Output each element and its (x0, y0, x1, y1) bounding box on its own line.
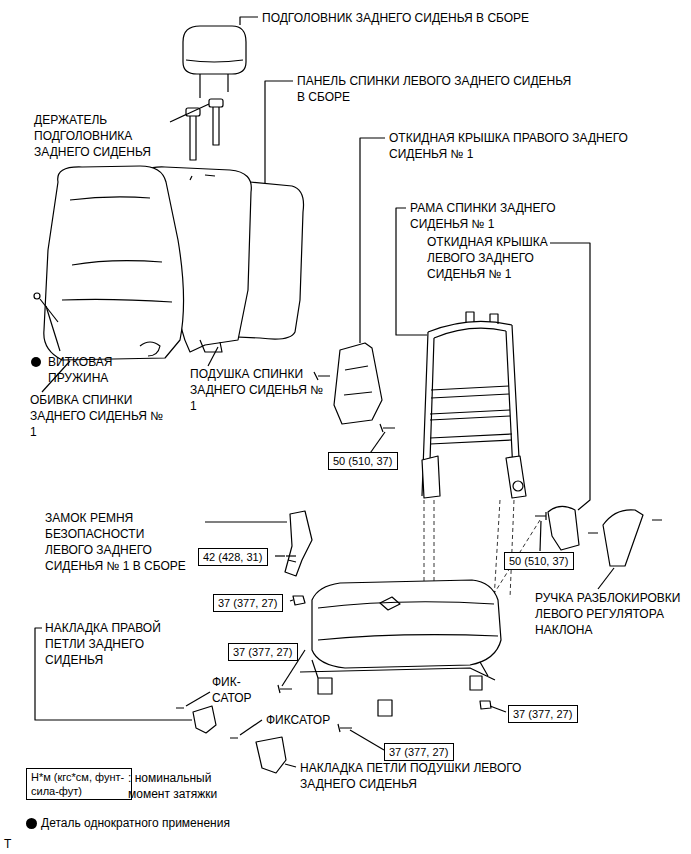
torque-box: 37 (377, 27) (508, 705, 578, 723)
torque-box: 50 (510, 37) (328, 452, 398, 470)
part-label: ФИКСАТОР (266, 712, 356, 728)
torque-value: 37 (377, 27) (218, 596, 278, 610)
part-label: ФИК- САТОР (212, 674, 260, 706)
torque-value: 37 (377, 27) (513, 707, 573, 721)
legend-dot (26, 818, 37, 829)
torque-value: 50 (510, 37) (509, 554, 569, 568)
part-label: РАМА СПИНКИ ЗАДНЕГО СИДЕНЬЯ № 1 (410, 200, 585, 232)
part-label: ДЕРЖАТЕЛЬ ПОДГОЛОВНИКА ЗАДНЕГО СИДЕНЬЯ (34, 112, 169, 160)
torque-value: 37 (377, 27) (389, 745, 449, 759)
torque-box: 37 (377, 27) (213, 594, 283, 612)
legend-box: Н*м (кгс*см, фунт-сила-фут) (26, 768, 132, 800)
torque-box: 37 (377, 27) (228, 643, 298, 661)
torque-value: 50 (510, 37) (333, 454, 393, 468)
part-label: НАКЛАДКА ПРАВОЙ ПЕТЛИ ЗАДНЕГО СИДЕНЬЯ (45, 620, 180, 668)
part-label: РУЧКА РАЗБЛОКИРОВКИ ЛЕВОГО РЕГУЛЯТОРА НА… (535, 590, 685, 638)
part-label: ПАНЕЛЬ СПИНКИ ЛЕВОГО ЗАДНЕГО СИДЕНЬЯ В С… (297, 73, 577, 105)
figure-code: T (4, 836, 24, 852)
part-label: ОТКИДНАЯ КРЫШКА ПРАВОГО ЗАДНЕГО СИДЕНЬЯ … (389, 130, 674, 162)
torque-value: 42 (428, 31) (203, 550, 263, 564)
legend-text: Деталь однократного применения (41, 815, 230, 831)
part-label: ПОДУШКА СПИНКИ ЗАДНЕГО СИДЕНЬЯ № 1 (190, 366, 325, 414)
torque-value: 37 (377, 27) (233, 645, 293, 659)
part-label: НАКЛАДКА ПЕТЛИ ПОДУШКИ ЛЕВОГО ЗАДНЕГО СИ… (300, 760, 580, 792)
part-label: ВИТКОВАЯ ПРУЖИНА (48, 354, 143, 386)
torque-box: 50 (510, 37) (504, 552, 574, 570)
legend-note: : номинальный момент затяжки (128, 770, 243, 802)
legend-entry: Деталь однократного применения (26, 815, 230, 831)
part-label: ЗАМОК РЕМНЯ БЕЗОПАСНОСТИ ЛЕВОГО ЗАДНЕГО … (45, 510, 195, 574)
part-label: ОБИВКА СПИНКИ ЗАДНЕГО СИДЕНЬЯ № 1 (30, 392, 165, 440)
torque-value: Н*м (кгс*см, фунт-сила-фут) (31, 770, 127, 798)
torque-box: 42 (428, 31) (198, 548, 268, 566)
part-label: ПОДГОЛОВНИК ЗАДНЕГО СИДЕНЬЯ В СБОРЕ (262, 10, 592, 26)
torque-box: 37 (377, 27) (384, 743, 454, 761)
part-label: ОТКИДНАЯ КРЫШКА ЛЕВОГО ЗАДНЕГО СИДЕНЬЯ №… (427, 234, 572, 282)
